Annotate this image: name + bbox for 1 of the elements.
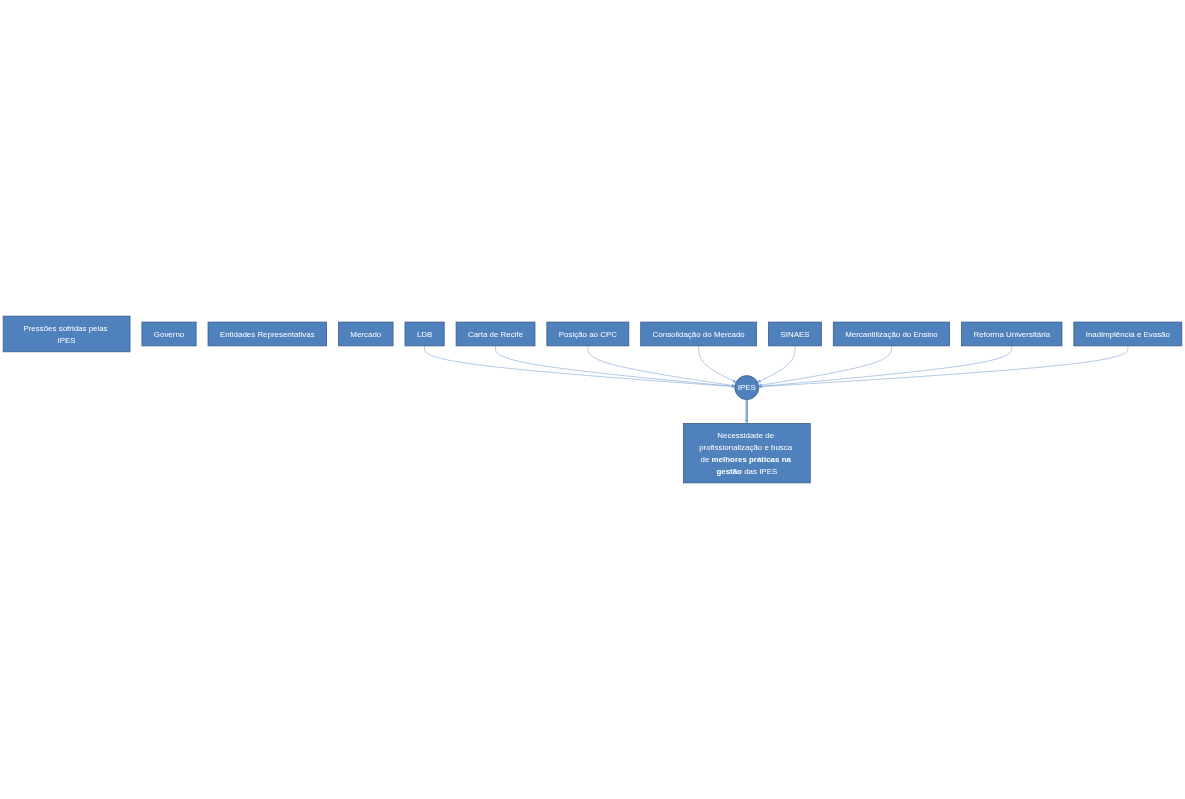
arrow xyxy=(745,399,749,424)
